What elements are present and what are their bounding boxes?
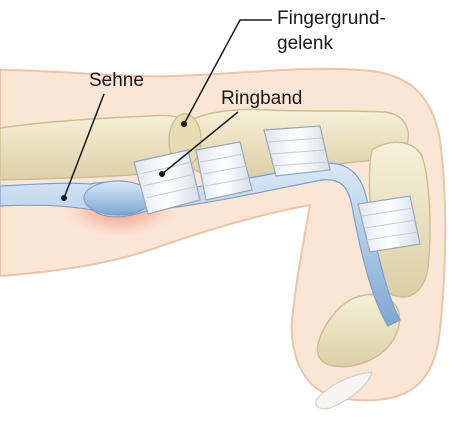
label-fingergrundgelenk-line2: gelenk xyxy=(277,33,333,55)
leader-dot-sehne xyxy=(61,195,67,201)
ring-band-4 xyxy=(358,196,420,252)
label-ringband: Ringband xyxy=(221,88,302,110)
leader-dot-fingergrundgelenk xyxy=(181,121,187,127)
ring-band-3 xyxy=(264,126,330,176)
label-sehne: Sehne xyxy=(89,70,144,92)
leader-dot-ringband xyxy=(159,171,165,177)
label-fingergrundgelenk-line1: Fingergrund- xyxy=(277,8,386,30)
